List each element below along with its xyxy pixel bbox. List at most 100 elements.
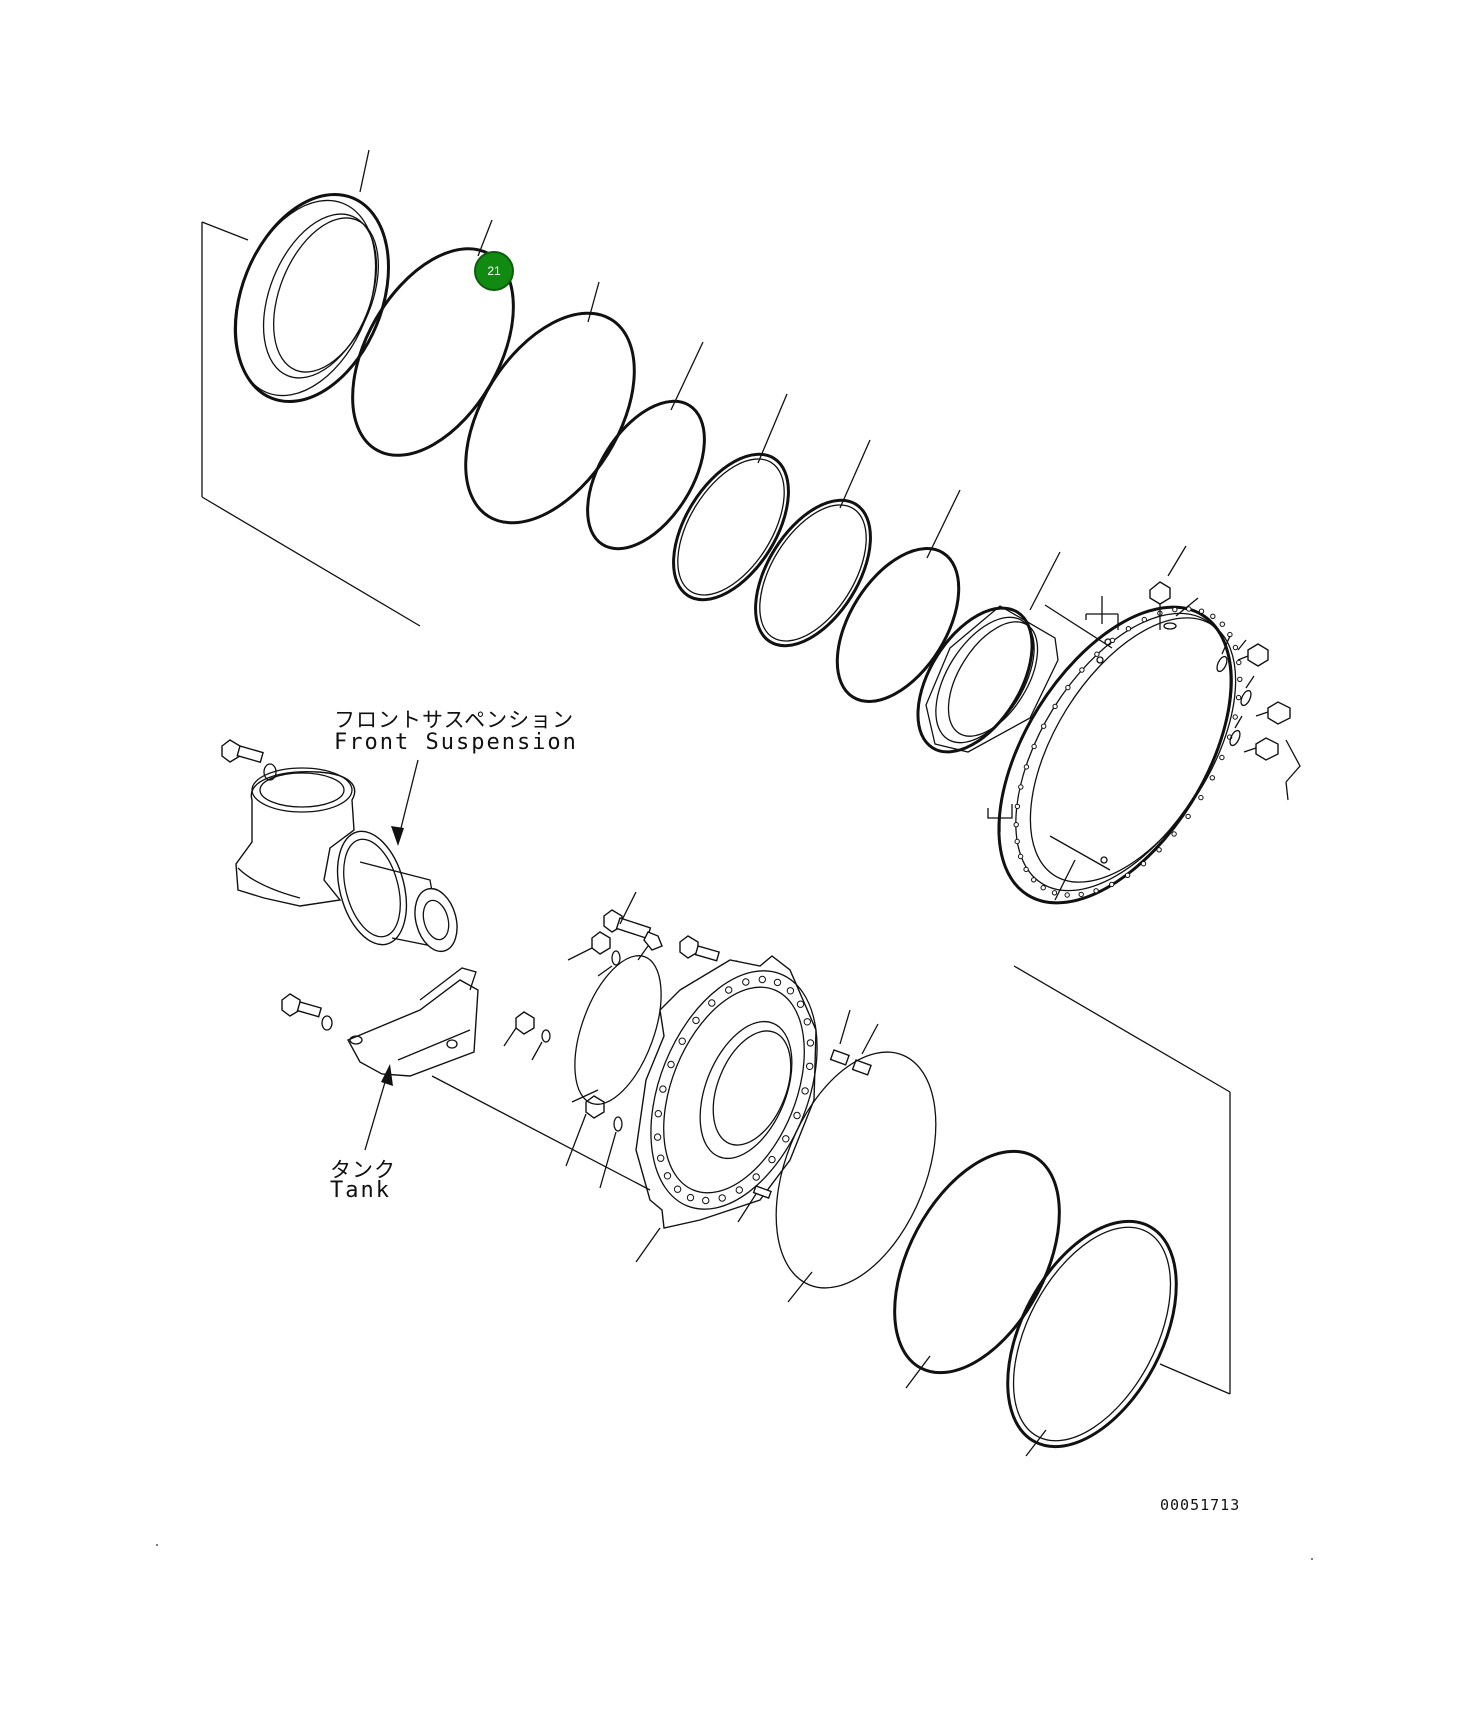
carrier-housing-part[interactable]: [619, 946, 850, 1263]
arrow-front-suspension: [391, 759, 419, 846]
bolt-hole: [1052, 703, 1058, 710]
bolt-part[interactable]: [679, 935, 742, 976]
bolt-part[interactable]: [567, 931, 611, 961]
bolt-hole: [1219, 621, 1226, 627]
bolt-hole: [1172, 606, 1178, 613]
bolt-hole: [773, 978, 782, 987]
bolt-hole: [1031, 743, 1037, 750]
bolt-hole: [667, 1060, 675, 1069]
ring-gear-housing-part[interactable]: [951, 567, 1279, 942]
o-ring-part[interactable]: [564, 341, 729, 569]
bolt-hole: [725, 986, 733, 994]
bolt-hole: [657, 1154, 665, 1162]
bolt-hole: [1125, 626, 1132, 632]
bolt-hole: [1031, 877, 1037, 883]
o-ring-21-part[interactable]: [319, 219, 546, 483]
bolt-hole: [718, 1194, 726, 1202]
bolt-hole: [796, 1000, 805, 1008]
bolt-hole: [654, 1110, 662, 1118]
bolt-hole: [659, 1085, 667, 1093]
o-ring-part[interactable]: [812, 489, 983, 723]
bolt-holes: [1013, 606, 1243, 898]
bolt-hole: [1198, 794, 1204, 801]
bolt-hole: [735, 1186, 743, 1194]
bolt-hole: [801, 1087, 809, 1095]
bolt-hole: [1140, 861, 1147, 867]
leader-brackets: [987, 596, 1301, 832]
bolt-hole: [673, 1185, 682, 1193]
gasket-small-part[interactable]: [557, 944, 678, 1115]
plug-part[interactable]: [1237, 639, 1269, 667]
bolt-hole: [1018, 784, 1024, 790]
bolt-hole: [692, 1016, 700, 1025]
o-ring-part[interactable]: [732, 439, 894, 666]
front-suspension-label-jp: フロントサスペンション: [334, 708, 575, 732]
bolt-part[interactable]: [281, 993, 333, 1031]
washer-part[interactable]: [637, 931, 663, 961]
o-ring-part[interactable]: [431, 281, 669, 552]
o-ring-part[interactable]: [861, 1124, 1094, 1400]
bolt-holes: [653, 975, 815, 1205]
tank-label-en: Tank: [330, 1178, 391, 1203]
bolt-hole: [708, 999, 716, 1007]
bolt-hole: [1124, 872, 1131, 878]
bolt-hole: [1156, 847, 1162, 853]
plug-part[interactable]: [1243, 737, 1279, 761]
bolt-hole: [1198, 608, 1205, 614]
bolt-hole: [742, 978, 750, 986]
bolt-hole: [1219, 754, 1225, 761]
bolt-hole: [1237, 676, 1243, 682]
bolt-hole: [1051, 890, 1058, 896]
bolt-hole: [758, 975, 766, 984]
bolt-hole: [686, 1193, 695, 1202]
tank-part[interactable]: [347, 967, 479, 1077]
bolt-hole: [1209, 775, 1216, 781]
o-ring-small-part[interactable]: [1215, 635, 1255, 747]
bolt-hole: [1093, 888, 1099, 894]
plug-part[interactable]: [503, 1011, 551, 1061]
bolt-hole: [806, 1062, 814, 1071]
washer-part[interactable]: [1163, 597, 1199, 630]
o-ring-part[interactable]: [973, 1193, 1211, 1474]
callout-number: 21: [487, 264, 501, 278]
part-callout-21[interactable]: 21: [474, 251, 514, 291]
bolt-hole: [803, 1018, 811, 1026]
bolt-hole: [1232, 644, 1239, 651]
seal-ring-part[interactable]: [207, 149, 418, 424]
bolt-hole: [1023, 866, 1029, 873]
bolt-hole: [1141, 616, 1148, 623]
bolt-hole: [663, 1172, 672, 1180]
bolt-hole: [1094, 651, 1100, 657]
plug-part[interactable]: [1255, 701, 1291, 725]
bolt-hole: [806, 1039, 815, 1047]
plug-part[interactable]: [565, 1095, 623, 1189]
spring-part[interactable]: [829, 1009, 879, 1076]
gasket-part[interactable]: [745, 1029, 968, 1311]
bolt-hole: [1171, 831, 1177, 837]
bolt-hole: [1064, 892, 1070, 898]
front-suspension-label-en: Front Suspension: [334, 730, 578, 755]
bolt-hole: [1210, 613, 1216, 619]
bolt-hole: [1236, 659, 1242, 666]
bolt-hole: [702, 1196, 710, 1205]
retainer-part[interactable]: [894, 551, 1061, 772]
bolt-hole: [752, 1173, 760, 1181]
dowel-pin-part[interactable]: [737, 1185, 772, 1223]
upper-group-bracket: [201, 221, 421, 627]
bolt-hole: [1014, 803, 1021, 810]
front-suspension-part[interactable]: [235, 767, 464, 956]
o-ring-small-part[interactable]: [597, 950, 621, 977]
bolt-hole: [1041, 723, 1047, 729]
bolt-hole: [1079, 667, 1085, 673]
arrow-tank: [364, 1064, 393, 1151]
bolt-part[interactable]: [221, 739, 277, 781]
bolt-part[interactable]: [603, 891, 652, 940]
bolt-part[interactable]: [1149, 545, 1187, 630]
bolt-hole: [793, 1111, 801, 1120]
drawing-number: 00051713: [1160, 1496, 1241, 1514]
bolt-hole: [1109, 881, 1115, 888]
o-ring-part[interactable]: [650, 393, 812, 620]
bolt-hole: [1014, 838, 1020, 845]
